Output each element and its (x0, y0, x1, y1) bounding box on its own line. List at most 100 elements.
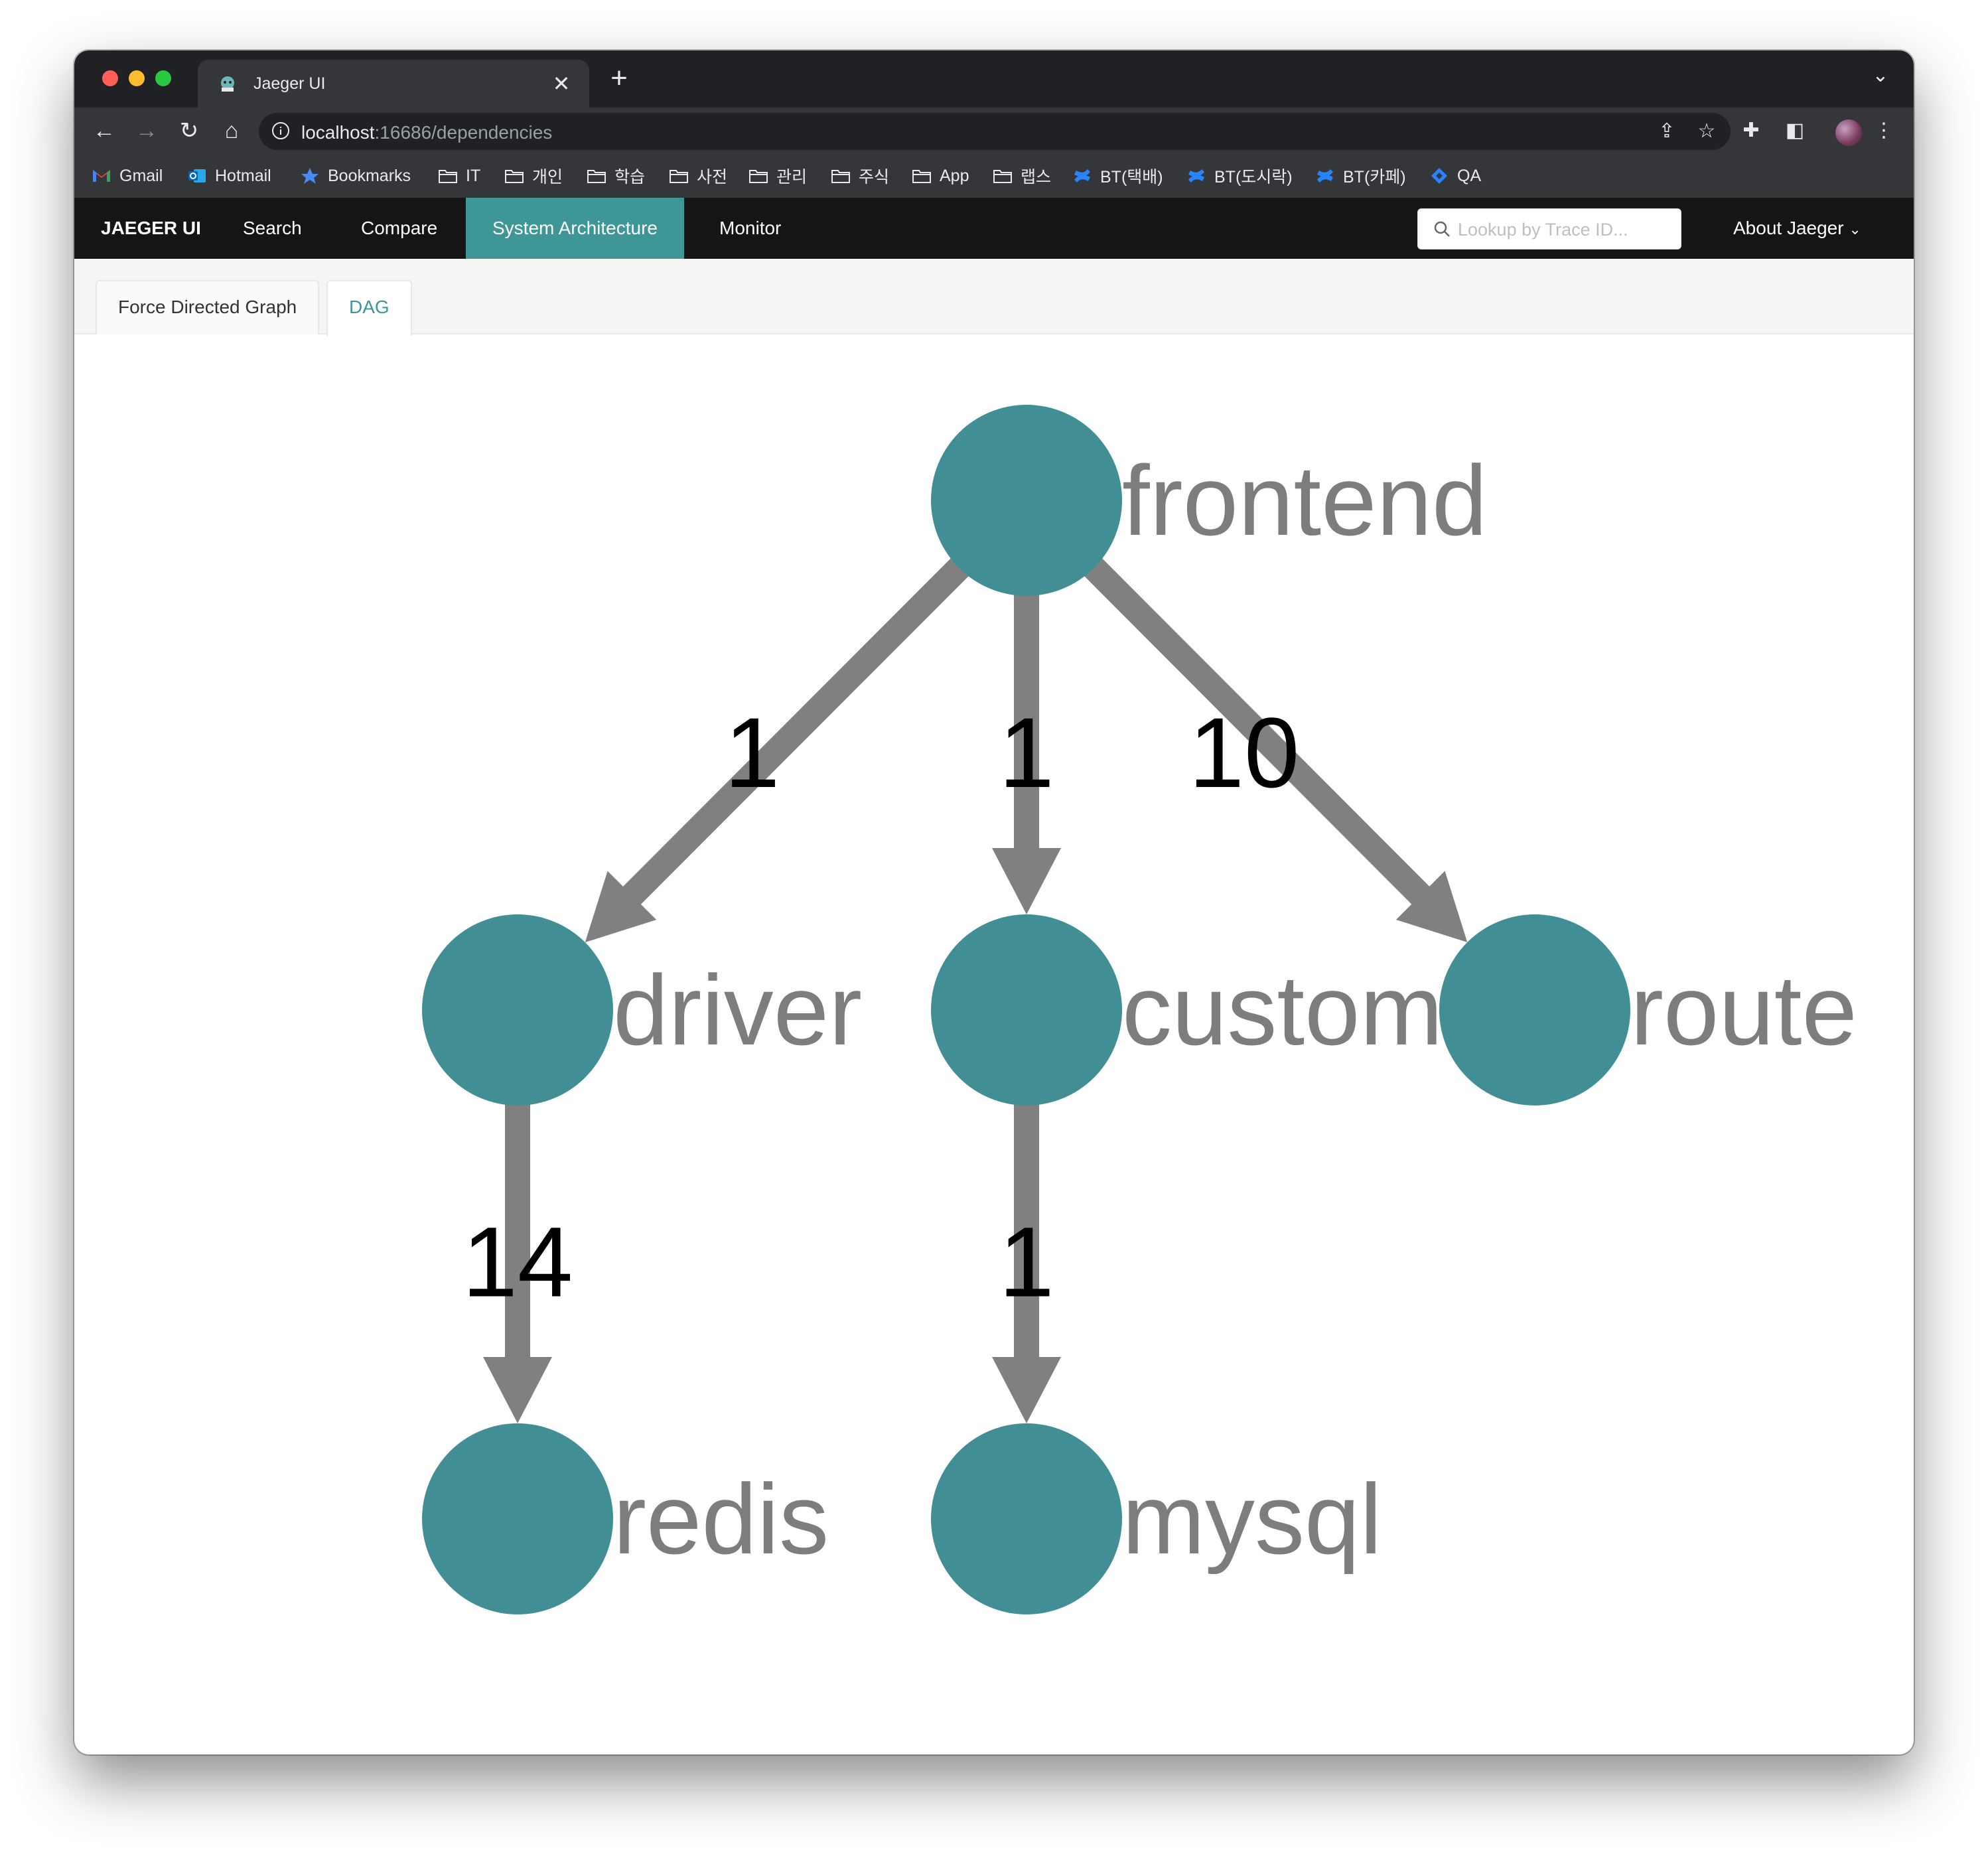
folder-icon (669, 167, 689, 184)
bookmark-label: BT(도시락) (1214, 164, 1293, 188)
edge-call-count: 1 (999, 697, 1054, 808)
chevron-down-icon[interactable]: ⌄ (1866, 64, 1895, 87)
window-minimize-button[interactable] (129, 70, 145, 86)
service-node[interactable]: custom (931, 914, 1443, 1105)
node-circle (931, 405, 1122, 596)
bookmark-label: Gmail (119, 167, 163, 186)
service-node[interactable]: redis (422, 1423, 829, 1614)
reload-icon[interactable]: ↻ (173, 114, 206, 147)
star-icon (300, 167, 320, 184)
share-icon[interactable]: ⇪ (1654, 118, 1680, 145)
bookmark-label: App (940, 167, 969, 186)
service-node[interactable]: mysql (931, 1423, 1382, 1614)
confluence-icon (1186, 167, 1206, 184)
nav-compare[interactable]: Compare (334, 198, 464, 259)
bookmark-label: 개인 (532, 164, 563, 188)
plus-icon[interactable]: + (603, 64, 636, 93)
node-label: frontend (1122, 445, 1487, 556)
node-label: custom (1122, 954, 1443, 1066)
bookmarks-bar: Gmail Hotmail Bookmarks IT 개인 학습 사전 관리 주식 App 랩스 BT… (74, 154, 1914, 199)
star-icon[interactable]: ☆ (1693, 118, 1720, 145)
bookmark-랩스[interactable]: 랩스 (993, 165, 1051, 187)
node-circle (422, 1423, 613, 1614)
dependency-edge[interactable]: 1 (585, 563, 964, 942)
extensions-icon[interactable]: ✚ (1735, 114, 1768, 147)
edge-call-count: 10 (1189, 697, 1300, 808)
bookmark-주식[interactable]: 주식 (831, 165, 889, 187)
service-node[interactable]: route (1439, 914, 1857, 1105)
window-maximize-button[interactable] (155, 70, 171, 86)
view-tabs: Force Directed Graph DAG (74, 259, 1914, 334)
arrow-head (483, 1357, 552, 1423)
node-label: mysql (1122, 1463, 1382, 1575)
dependency-edge[interactable]: 1 (992, 1099, 1061, 1423)
dependency-edge[interactable]: 14 (462, 1099, 573, 1423)
bookmark-label: 주식 (859, 164, 889, 188)
folder-icon (438, 167, 458, 184)
back-arrow-icon[interactable]: ← (88, 114, 121, 147)
browser-toolbar: ← → ↻ ⌂ localhost:16686/dependencies ⇪ ☆… (74, 107, 1914, 154)
bookmark-label: 학습 (614, 164, 645, 188)
bookmark-bt-도시락-[interactable]: BT(도시락) (1186, 165, 1293, 187)
service-node[interactable]: frontend (931, 405, 1487, 596)
bookmark-label: BT(택배) (1100, 164, 1163, 188)
home-icon[interactable]: ⌂ (215, 114, 248, 147)
info-icon[interactable] (271, 121, 291, 141)
bookmark-it[interactable]: IT (438, 165, 480, 187)
tab-strip: Jaeger UI ✕ + ⌄ (74, 50, 1914, 107)
bookmark-label: 사전 (697, 164, 727, 188)
url-text: localhost:16686/dependencies (301, 122, 552, 143)
avatar[interactable] (1835, 119, 1862, 146)
gmail-icon (92, 167, 111, 184)
close-icon[interactable]: ✕ (547, 69, 576, 98)
jaeger-brand-link[interactable]: JAEGER UI (74, 198, 228, 259)
node-circle (422, 914, 613, 1105)
browser-window: Jaeger UI ✕ + ⌄ ← → ↻ ⌂ localhost:16686/… (74, 50, 1914, 1754)
bookmark-label: QA (1457, 167, 1481, 186)
node-label: route (1630, 954, 1857, 1066)
trace-id-input[interactable] (1456, 214, 1671, 245)
bookmark-관리[interactable]: 관리 (748, 165, 807, 187)
bookmark-bt-카페-[interactable]: BT(카페) (1315, 165, 1406, 187)
nav-search[interactable]: Search (216, 198, 328, 259)
node-circle (931, 1423, 1122, 1614)
bookmark-label: 랩스 (1021, 164, 1051, 188)
nav-system-architecture[interactable]: System Architecture (466, 198, 684, 259)
bookmark-bookmarks[interactable]: Bookmarks (300, 165, 411, 187)
tab-title: Jaeger UI (253, 74, 325, 94)
bookmark-app[interactable]: App (912, 165, 969, 187)
arrow-head (992, 1357, 1061, 1423)
node-circle (931, 914, 1122, 1105)
forward-arrow-icon[interactable]: → (130, 114, 163, 147)
confluence-icon (1072, 167, 1092, 184)
dependency-edge[interactable]: 1 (992, 589, 1061, 914)
address-bar[interactable]: localhost:16686/dependencies ⇪ ☆ (259, 113, 1731, 150)
bookmark-label: BT(카페) (1343, 164, 1406, 188)
folder-icon (504, 167, 524, 184)
confluence-icon (1315, 167, 1335, 184)
folder-icon (587, 167, 606, 184)
nav-monitor[interactable]: Monitor (693, 198, 808, 259)
bookmark-qa[interactable]: QA (1429, 165, 1481, 187)
edge-call-count: 1 (999, 1206, 1054, 1318)
side-panel-icon[interactable]: ◧ (1778, 114, 1811, 147)
more-menu-icon[interactable]: ⋮ (1867, 114, 1900, 147)
service-node[interactable]: driver (422, 914, 862, 1105)
about-jaeger-menu[interactable]: About Jaeger ⌄ (1733, 198, 1861, 259)
edge-call-count: 1 (725, 697, 780, 808)
bookmark-bt-택배-[interactable]: BT(택배) (1072, 165, 1163, 187)
tab-force-directed-graph[interactable]: Force Directed Graph (96, 280, 319, 334)
dag-graph: 1 1 10 14 1 frontend driver custom redis mysql rou… (74, 334, 1914, 1754)
trace-id-lookup[interactable] (1417, 208, 1681, 250)
bookmark-gmail[interactable]: Gmail (92, 165, 163, 187)
dependency-edge[interactable]: 10 (1090, 563, 1468, 942)
browser-tab[interactable]: Jaeger UI ✕ (198, 60, 589, 107)
folder-icon (831, 167, 851, 184)
bookmark-개인[interactable]: 개인 (504, 165, 563, 187)
bookmark-hotmail[interactable]: Hotmail (187, 165, 271, 187)
tab-dag[interactable]: DAG (326, 280, 412, 336)
window-close-button[interactable] (102, 70, 118, 86)
bookmark-사전[interactable]: 사전 (669, 165, 727, 187)
bookmark-학습[interactable]: 학습 (587, 165, 645, 187)
jira-icon (1429, 167, 1449, 184)
